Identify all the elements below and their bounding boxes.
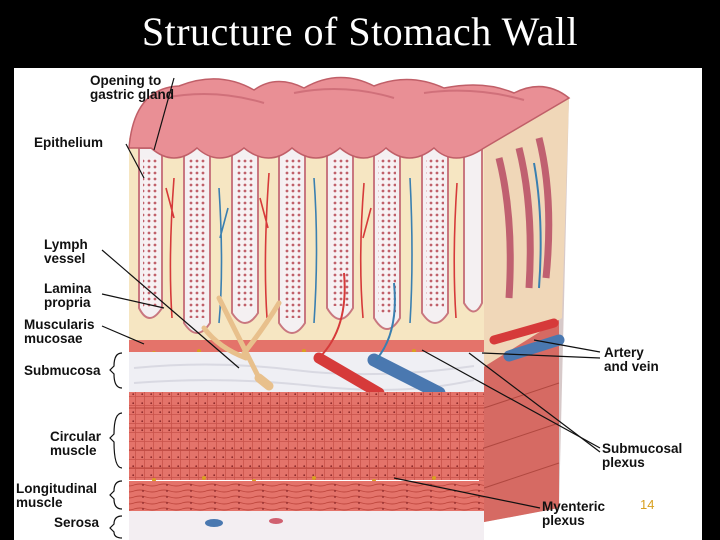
- label-serosa: Serosa: [54, 516, 99, 530]
- label-line: and vein: [604, 360, 659, 374]
- label-submucosal-plexus: Submucosal plexus: [602, 442, 682, 470]
- slide-number: 14: [640, 497, 654, 512]
- stomach-wall-diagram: [14, 68, 702, 540]
- label-line: propria: [44, 296, 91, 310]
- serosa-layer: [129, 511, 484, 540]
- slide-title: Structure of Stomach Wall: [0, 8, 720, 55]
- label-lamina-propria: Lamina propria: [44, 282, 91, 310]
- label-line: plexus: [542, 514, 605, 528]
- label-opening-to-gastric-gland: Opening to gastric gland: [90, 74, 174, 102]
- label-line: plexus: [602, 456, 682, 470]
- label-line: Serosa: [54, 516, 99, 530]
- label-line: Circular: [50, 430, 101, 444]
- circular-muscle-layer: [129, 392, 484, 480]
- label-line: Submucosa: [24, 364, 101, 378]
- label-line: muscle: [50, 444, 101, 458]
- label-line: Lymph: [44, 238, 88, 252]
- label-submucosa: Submucosa: [24, 364, 101, 378]
- label-line: muscle: [16, 496, 97, 510]
- label-line: Myenteric: [542, 500, 605, 514]
- label-lymph-vessel: Lymph vessel: [44, 238, 88, 266]
- label-line: Artery: [604, 346, 659, 360]
- label-line: Muscularis: [24, 318, 95, 332]
- label-line: Longitudinal: [16, 482, 97, 496]
- label-line: Epithelium: [34, 136, 103, 150]
- label-longitudinal-muscle: Longitudinal muscle: [16, 482, 97, 510]
- label-line: Submucosal: [602, 442, 682, 456]
- label-myenteric-plexus: Myenteric plexus: [542, 500, 605, 528]
- label-line: Opening to: [90, 74, 174, 88]
- label-circular-muscle: Circular muscle: [50, 430, 101, 458]
- block-side-face: [479, 98, 569, 523]
- label-line: vessel: [44, 252, 88, 266]
- label-line: mucosae: [24, 332, 95, 346]
- muscularis-mucosae-layer: [129, 340, 484, 352]
- label-epithelium: Epithelium: [34, 136, 103, 150]
- label-muscularis-mucosae: Muscularis mucosae: [24, 318, 95, 346]
- label-artery-and-vein: Artery and vein: [604, 346, 659, 374]
- diagram-panel: Opening to gastric gland Epithelium Lymp…: [14, 68, 702, 540]
- label-line: gastric gland: [90, 88, 174, 102]
- label-line: Lamina: [44, 282, 91, 296]
